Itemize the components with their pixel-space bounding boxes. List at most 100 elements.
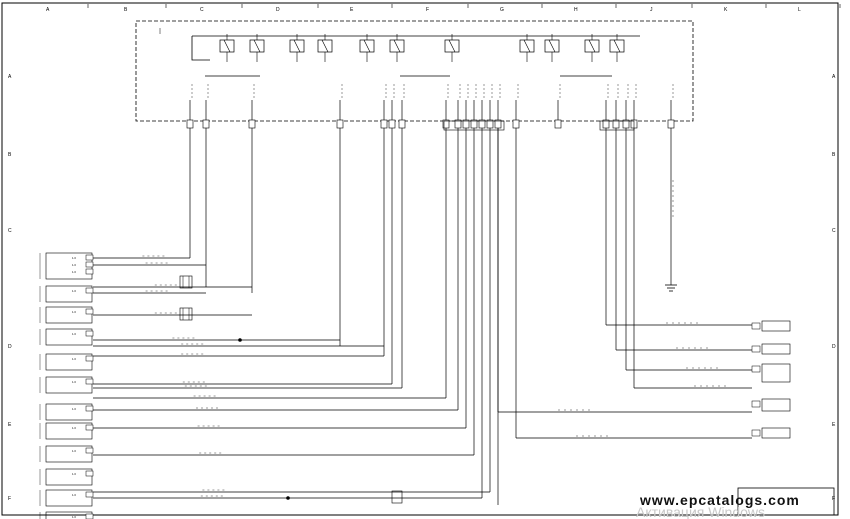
pin-connector: [85, 405, 94, 412]
row-marker-left: A: [8, 74, 12, 80]
relay-contact: [548, 39, 556, 53]
column-marker: C: [200, 7, 204, 13]
pin-number: 1.0: [72, 493, 76, 497]
connector-pin: [336, 119, 344, 129]
pin-connector: [85, 424, 94, 431]
column-marker: G: [500, 7, 504, 13]
column-marker: K: [724, 7, 728, 13]
module-box: [761, 363, 791, 383]
connector-pin: [554, 119, 562, 129]
pin-connector: [85, 513, 94, 519]
module-box: [45, 285, 93, 303]
pin-connector: [85, 330, 94, 337]
relay-contact: [393, 39, 401, 53]
module-box: [45, 422, 93, 440]
cabin-feed: [191, 36, 210, 61]
module-box: [761, 427, 791, 439]
pin-connector: [85, 447, 94, 454]
pin-connector: [85, 254, 94, 261]
column-marker: A: [46, 7, 50, 13]
module-box: [45, 468, 93, 486]
relay-contact: [523, 39, 531, 53]
pin-connector: [85, 261, 94, 268]
pin-connector: [85, 491, 94, 498]
relay-contact: [448, 39, 456, 53]
pin-number: 1.0: [72, 357, 76, 361]
column-marker: J: [650, 7, 653, 13]
pin-number: 1.0: [72, 289, 76, 293]
module-box: [761, 320, 791, 332]
pin-number: 1.0: [72, 426, 76, 430]
pin-connector: [751, 345, 761, 353]
relay-contact: [613, 39, 621, 53]
row-marker-left: C: [8, 228, 12, 234]
connector-pin: [380, 119, 388, 129]
pin-number: 1.0: [72, 449, 76, 453]
relay-contact: [253, 39, 261, 53]
module-box: [45, 328, 93, 346]
column-marker: L: [798, 7, 801, 13]
row-marker-right: B: [832, 152, 836, 158]
inline-connector: [179, 307, 193, 321]
row-marker-left: D: [8, 344, 12, 350]
module-box: [45, 252, 93, 280]
connector-block: [599, 120, 635, 131]
module-box: [761, 343, 791, 355]
module-box: [45, 511, 93, 519]
module-box: [45, 403, 93, 421]
relay-contact: [293, 39, 301, 53]
pin-connector: [85, 287, 94, 294]
pin-number: 1.0: [72, 332, 76, 336]
pin-number: 1.0: [72, 263, 76, 267]
pin-number: 1.0: [72, 380, 76, 384]
pin-connector: [751, 322, 761, 330]
column-marker: H: [574, 7, 578, 13]
pin-connector: [751, 365, 761, 373]
row-marker-right: E: [832, 422, 836, 428]
inline-connector: [391, 490, 403, 504]
pin-number: 1.0: [72, 270, 76, 274]
pin-number: 1.0: [72, 515, 76, 519]
cabin-bec-box: [135, 20, 694, 122]
pin-connector: [85, 268, 94, 275]
module-box: [761, 398, 791, 412]
pin-number: 1.0: [72, 310, 76, 314]
pin-number: 1.0: [72, 407, 76, 411]
row-marker-right: D: [832, 344, 836, 350]
row-marker-left: F: [8, 496, 11, 502]
module-box: [45, 306, 93, 324]
pin-connector: [751, 429, 761, 437]
relay-contact: [363, 39, 371, 53]
connector-pin: [388, 119, 396, 129]
module-box: [45, 376, 93, 394]
splice-dot: [286, 496, 290, 500]
module-box: [45, 489, 93, 507]
title-block: [737, 487, 835, 516]
module-box: [45, 353, 93, 371]
row-marker-left: B: [8, 152, 12, 158]
column-marker: E: [350, 7, 354, 13]
watermark-url: www.epcatalogs.com: [640, 492, 800, 508]
row-marker-right: A: [832, 74, 836, 80]
connector-pin: [512, 119, 520, 129]
relay-contact: [321, 39, 329, 53]
connector-pin: [248, 119, 256, 129]
pin-connector: [85, 355, 94, 362]
pin-number: 1.0: [72, 472, 76, 476]
connector-pin: [202, 119, 210, 129]
connector-pin: [398, 119, 406, 129]
column-marker: F: [426, 7, 429, 13]
pin-connector: [85, 470, 94, 477]
pin-connector: [85, 308, 94, 315]
relay-contact: [588, 39, 596, 53]
watermark-overlay: Активация Windows: [636, 504, 766, 519]
connector-pin: [186, 119, 194, 129]
row-marker-left: E: [8, 422, 12, 428]
pin-connector: [85, 378, 94, 385]
row-marker-right: F: [832, 496, 835, 502]
relay-contact: [223, 39, 231, 53]
module-box: [45, 445, 93, 463]
inline-connector: [179, 275, 193, 289]
